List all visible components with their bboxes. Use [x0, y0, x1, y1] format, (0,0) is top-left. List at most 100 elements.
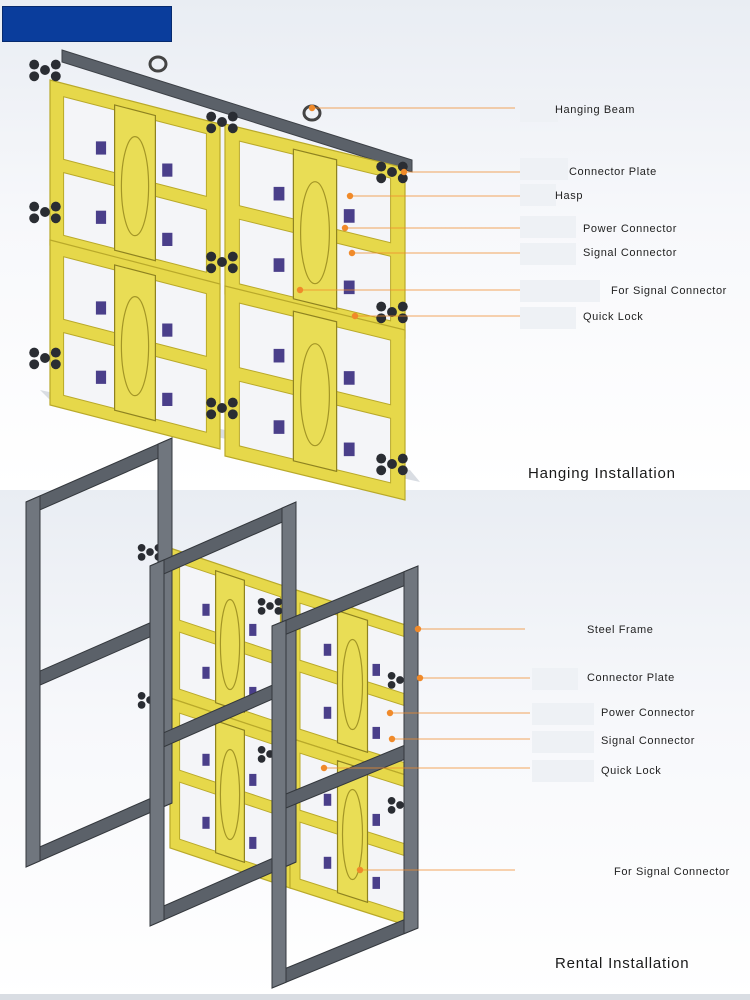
label-chip — [532, 668, 578, 690]
leader-signal-connector-2-dot — [388, 735, 396, 743]
cabinet-opening — [179, 781, 217, 852]
cabinet-opening — [179, 562, 217, 633]
quick-lock-icon — [387, 459, 397, 469]
quick-lock-icon — [376, 465, 387, 476]
connector — [249, 773, 257, 786]
quick-lock-icon — [387, 167, 397, 177]
caption-hanging-installation: Hanging Installation — [528, 465, 676, 482]
cabinet-opening — [367, 774, 406, 845]
leader-steel-frame-dot — [414, 625, 422, 633]
quick-lock-icon — [387, 806, 396, 814]
quick-lock-icon — [206, 263, 217, 274]
quick-lock-icon — [257, 745, 266, 754]
bottom-strip — [0, 994, 750, 1000]
power-module — [113, 104, 156, 262]
connector — [202, 666, 210, 679]
steel-frame-post — [25, 495, 41, 868]
label-chip — [520, 280, 600, 302]
connector — [343, 280, 355, 295]
connector — [372, 663, 380, 676]
label-chip — [532, 760, 594, 782]
quick-lock-icon — [396, 801, 404, 809]
cabinet-opening — [63, 96, 116, 174]
steel-frame-post — [271, 619, 287, 989]
label-chip — [520, 307, 576, 329]
quick-lock-icon — [137, 701, 146, 709]
quick-lock-icon — [206, 111, 217, 122]
quick-lock-icon — [206, 251, 217, 262]
quick-lock-icon — [376, 301, 387, 312]
cabinet-opening — [238, 140, 294, 220]
quick-lock-icon — [397, 453, 408, 464]
connector — [323, 856, 332, 869]
caption-rental-installation: Rental Installation — [555, 955, 690, 972]
quick-lock-icon — [50, 213, 61, 224]
module-contour — [341, 638, 364, 731]
quick-lock-icon — [376, 453, 387, 464]
quick-lock-icon — [40, 353, 50, 363]
quick-lock-icon — [274, 597, 283, 606]
cabinet-opening — [336, 326, 392, 406]
quick-lock-icon — [397, 313, 408, 324]
cabinet-opening — [63, 331, 116, 410]
quick-lock-icon — [376, 173, 387, 184]
connector — [202, 753, 210, 766]
connector — [273, 348, 285, 363]
quick-lock-icon — [29, 71, 40, 82]
quick-lock-icon — [397, 173, 408, 184]
steel-frame-bar — [271, 913, 419, 989]
module-contour — [341, 788, 364, 881]
quick-lock-icon — [40, 207, 50, 217]
quick-lock-icon — [257, 597, 266, 606]
connector — [202, 603, 210, 616]
module-contour — [219, 748, 241, 841]
callout-for-signal-connector-2: For Signal Connector — [614, 866, 730, 878]
connector — [323, 706, 332, 719]
callout-hasp: Hasp — [555, 190, 584, 202]
label-chip — [520, 216, 576, 238]
cabinet-opening — [238, 302, 294, 382]
cabinet-opening — [154, 279, 207, 358]
connector — [323, 793, 332, 806]
label-chip — [520, 158, 568, 180]
cabinet-opening — [179, 631, 217, 702]
quick-lock-icon — [397, 301, 408, 312]
leader-power-connector-dot — [341, 224, 349, 232]
steel-frame-post — [403, 565, 419, 935]
connector — [273, 258, 285, 272]
leader-connector-plate-2-dot — [416, 674, 424, 682]
cabinet-opening — [63, 256, 116, 334]
callout-quick-lock-2: Quick Lock — [601, 765, 662, 777]
power-module — [292, 310, 338, 473]
quick-lock-icon — [29, 359, 40, 370]
connector — [249, 623, 257, 636]
quick-lock-icon — [387, 671, 396, 680]
cabinet-opening — [299, 671, 338, 742]
quick-lock-icon — [137, 543, 146, 552]
quick-lock-icon — [396, 676, 404, 684]
label-chip — [520, 184, 556, 206]
quick-lock-icon — [29, 213, 40, 224]
quick-lock-icon — [146, 548, 154, 556]
power-module — [113, 264, 156, 422]
callout-steel-frame: Steel Frame — [587, 624, 654, 636]
quick-lock-icon — [217, 257, 227, 267]
connector — [343, 371, 355, 385]
quick-lock-icon — [206, 123, 217, 134]
cabinet-opening — [238, 380, 294, 460]
label-chip — [520, 100, 558, 122]
steel-frame-bar — [25, 437, 173, 517]
connector — [162, 232, 173, 246]
quick-lock-icon — [29, 59, 40, 70]
connector — [343, 209, 355, 223]
connector — [95, 370, 107, 384]
quick-lock-icon — [50, 347, 61, 358]
leader-hasp-dot — [346, 192, 354, 200]
connector — [95, 141, 107, 155]
connector — [162, 163, 173, 177]
connector — [95, 301, 107, 315]
cabinet-opening — [154, 119, 207, 198]
connector — [372, 876, 380, 889]
module-contour — [300, 343, 331, 447]
quick-lock-icon — [227, 409, 238, 420]
